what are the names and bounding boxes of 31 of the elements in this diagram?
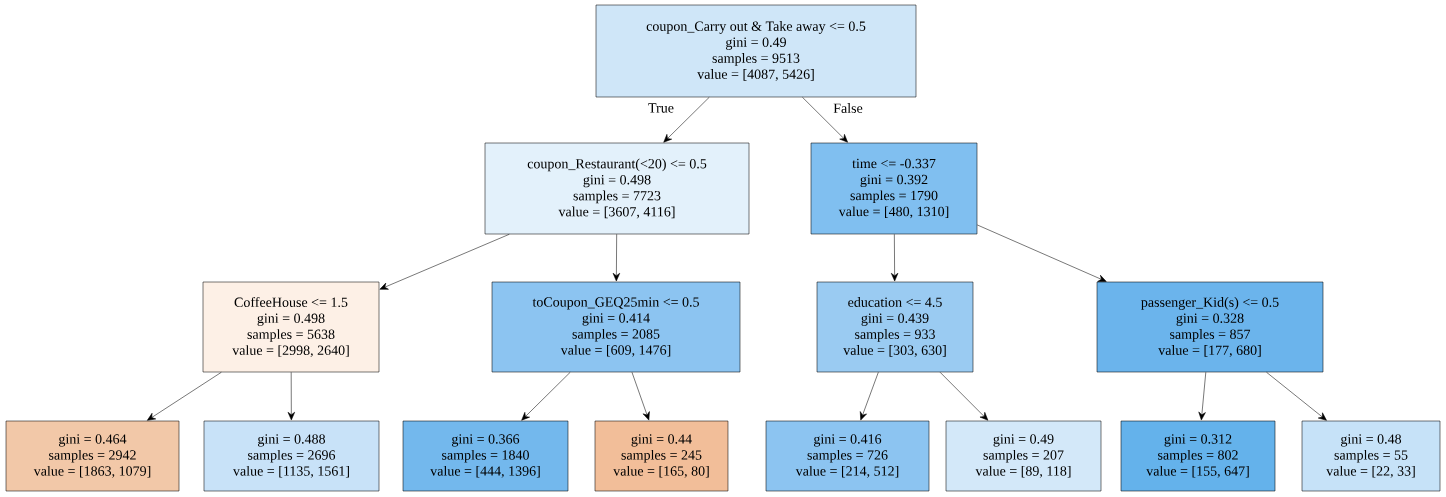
arrow (860, 372, 879, 421)
split-node-box: time <= -0.337 gini = 0.392 samples = 1790 value = [480, 1310] (810, 142, 978, 235)
edge-label: False (831, 101, 865, 115)
arrow (379, 234, 510, 290)
leaf-node-box: gini = 0.464 samples = 2942 value = [1863, 1079] (5, 420, 180, 492)
arrow (287, 372, 295, 421)
leaf-node-box: gini = 0.312 samples = 802 value = [155, 647] (1120, 420, 1276, 492)
leaf-node-box: gini = 0.49 samples = 207 value = [89, 118] (945, 420, 1102, 492)
arrow (1266, 372, 1327, 421)
split-node-box: CoffeeHouse <= 1.5 gini = 0.498 samples = 5638 value = [2998, 2640] (202, 281, 380, 373)
arrow (890, 234, 899, 282)
arrow (663, 97, 710, 143)
arrow (1198, 372, 1207, 421)
leaf-node-box: gini = 0.416 samples = 726 value = [214, 512] (765, 420, 930, 492)
leaf-node-box: gini = 0.44 samples = 245 value = [165, 80] (594, 420, 729, 492)
leaf-node-box: gini = 0.366 samples = 1840 value = [444, 1396] (402, 420, 569, 492)
edge-label: True (646, 102, 676, 114)
arrow (802, 97, 848, 143)
split-node-box: toCoupon_GEQ25min <= 0.5 gini = 0.414 samples = 2085 value = [609, 1476] (491, 281, 741, 373)
leaf-node-box: gini = 0.488 samples = 2696 value = [1135, 1561] (203, 420, 380, 492)
split-node-box: coupon_Restaurant(<20) <= 0.5 gini = 0.498 samples = 7723 value = [3607, 4116] (484, 142, 750, 235)
arrow (939, 372, 989, 421)
arrow (147, 372, 222, 421)
split-node-box: coupon_Carry out & Take away <= 0.5 gini = 0.49 samples = 9513 value = [4087, 5426] (595, 4, 917, 98)
leaf-node-box: gini = 0.48 samples = 55 value = [22, 33] (1301, 420, 1441, 492)
split-node-box: education <= 4.5 gini = 0.439 samples = 933 value = [303, 630] (816, 281, 974, 373)
arrow (631, 372, 650, 421)
arrow (521, 372, 571, 421)
split-node-box: passenger_Kid(s) <= 0.5 gini = 0.328 samples = 857 value = [177, 680] (1096, 281, 1324, 373)
arrow (612, 234, 621, 282)
arrow (977, 224, 1107, 282)
